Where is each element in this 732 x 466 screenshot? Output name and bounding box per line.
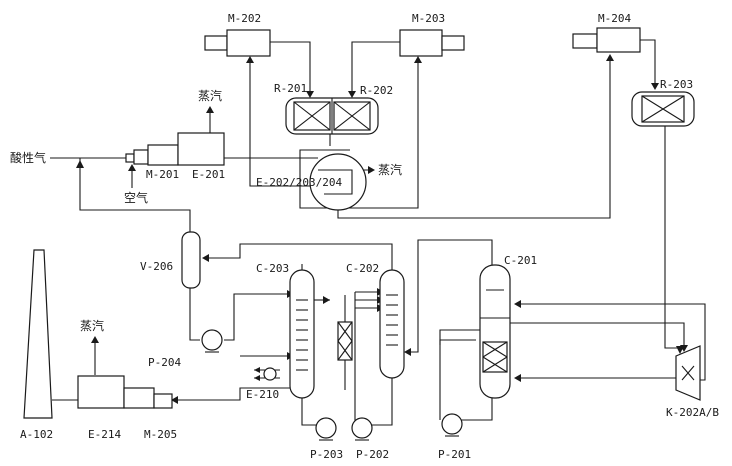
arrow-up-icon <box>206 106 214 113</box>
c201-to-k202-line <box>510 322 685 348</box>
p201-discharge-line <box>439 339 476 420</box>
m203-outlet-line <box>351 41 400 94</box>
labels: M-202 M-203 M-204 R-201 R-202 R-203 蒸汽 酸… <box>10 12 719 461</box>
label-e214: E-214 <box>88 428 121 441</box>
label-steam-e202: 蒸汽 <box>378 162 402 177</box>
label-p204: P-204 <box>148 356 181 369</box>
arrow-left-icon <box>171 396 178 404</box>
label-acid-gas: 酸性气 <box>10 150 46 165</box>
label-m201: M-201 <box>146 168 179 181</box>
c201-bottom-line <box>460 398 493 421</box>
c203-column <box>289 269 330 399</box>
r203-reactor <box>631 91 695 127</box>
label-v206: V-206 <box>140 260 173 273</box>
p201-pump <box>441 413 463 437</box>
arrow-left-icon <box>514 300 521 308</box>
r203-outlet-line <box>664 126 680 349</box>
label-k202: K-202A/B <box>666 406 719 419</box>
label-e201: E-201 <box>192 168 225 181</box>
m202-outlet-line <box>270 41 311 94</box>
e202-heat-exchanger <box>309 153 367 211</box>
c201-column <box>479 264 511 399</box>
c201-side-line <box>439 329 480 345</box>
piping <box>50 39 706 426</box>
v206-vessel <box>181 231 201 289</box>
m203-mixer <box>399 29 465 57</box>
label-c201: C-201 <box>504 254 537 267</box>
arrow-down-icon <box>348 91 356 98</box>
arrow-down-icon <box>651 83 659 90</box>
label-r203: R-203 <box>660 78 693 91</box>
v206-to-p204-line <box>189 288 200 341</box>
c202-column <box>379 269 405 379</box>
k202-to-c201-line <box>520 377 701 380</box>
p204-pump <box>201 329 223 353</box>
arrow-left-icon <box>404 348 411 356</box>
c201-to-c202-line <box>408 239 493 353</box>
label-m202: M-202 <box>228 12 261 25</box>
label-m203: M-203 <box>412 12 445 25</box>
k202-return-line <box>520 303 706 381</box>
label-c202: C-202 <box>346 262 379 275</box>
arrow-left-icon <box>202 254 209 262</box>
packed-section <box>337 321 353 361</box>
label-p202: P-202 <box>356 448 389 461</box>
c202-bottom-line <box>370 378 393 426</box>
p203-pump <box>315 417 337 441</box>
e202-to-m203-line <box>299 60 419 209</box>
e202-to-m202-line <box>249 60 318 187</box>
arrow-down-icon <box>680 345 688 352</box>
c202-to-v206-line <box>206 243 393 270</box>
arrow-right-icon <box>368 166 375 174</box>
c203-bottom-line <box>301 398 316 426</box>
arrow-up-icon <box>246 56 254 63</box>
arrow-up-icon <box>91 336 99 343</box>
label-steam-e214: 蒸汽 <box>80 318 104 333</box>
label-e210: E-210 <box>246 388 279 401</box>
r201-r202-reactor <box>285 97 379 135</box>
label-a102: A-102 <box>20 428 53 441</box>
m204-outlet-line <box>640 39 656 86</box>
v206-feed-line <box>79 158 191 232</box>
arrow-left-icon <box>514 374 521 382</box>
label-c203: C-203 <box>256 262 289 275</box>
p204-to-c203-line <box>224 293 290 341</box>
e202-to-m204-line <box>337 58 611 219</box>
arrow-up-icon <box>414 56 422 63</box>
label-air: 空气 <box>124 190 148 205</box>
label-r202: R-202 <box>360 84 393 97</box>
m202-mixer <box>204 29 271 57</box>
label-m205: M-205 <box>144 428 177 441</box>
a102-stack <box>23 249 53 419</box>
label-m204: M-204 <box>598 12 631 25</box>
arrow-up-icon <box>128 164 136 171</box>
m201-e201-unit <box>125 132 225 166</box>
m204-mixer <box>572 27 641 53</box>
c203-to-m205-line <box>175 387 294 401</box>
label-steam-e201: 蒸汽 <box>198 88 222 103</box>
arrow-up-icon <box>606 54 614 61</box>
e210-exchanger <box>254 367 277 381</box>
p202-pump <box>351 417 373 441</box>
label-p203: P-203 <box>310 448 343 461</box>
label-p201: P-201 <box>438 448 471 461</box>
equipment <box>23 27 701 441</box>
k202-compressor <box>675 345 701 401</box>
e214-m205-unit <box>77 375 173 409</box>
label-r201: R-201 <box>274 82 307 95</box>
arrow-down-icon <box>306 91 314 98</box>
label-e202-204: E-202/203/204 <box>256 176 342 189</box>
